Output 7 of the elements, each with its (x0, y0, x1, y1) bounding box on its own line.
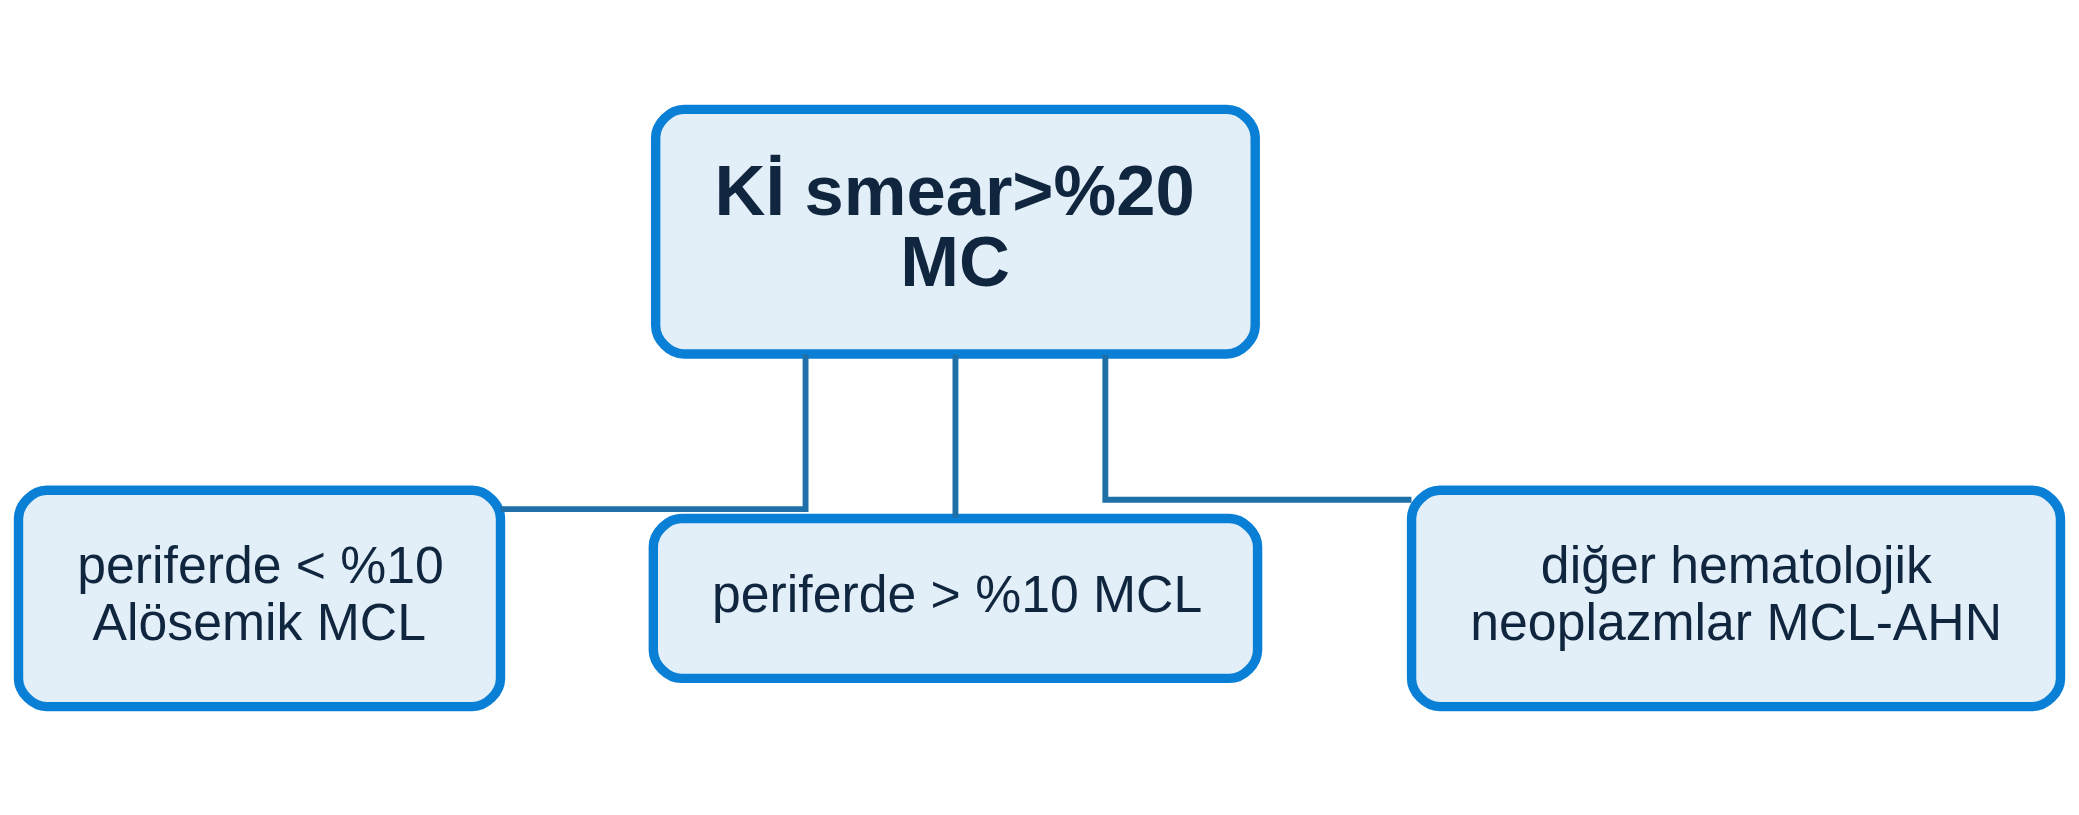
connector (500, 353, 809, 512)
node-box: diğer hematolojik neoplazmlar MCL-AHN (1406, 485, 2066, 711)
node-box: periferde > %10 MCL (648, 513, 1263, 683)
node-box: periferde < %10 Alösemik MCL (13, 485, 506, 711)
connector (1102, 354, 1412, 503)
connector (952, 354, 959, 518)
node-box: Kİ smear>%20 MC (650, 104, 1260, 359)
